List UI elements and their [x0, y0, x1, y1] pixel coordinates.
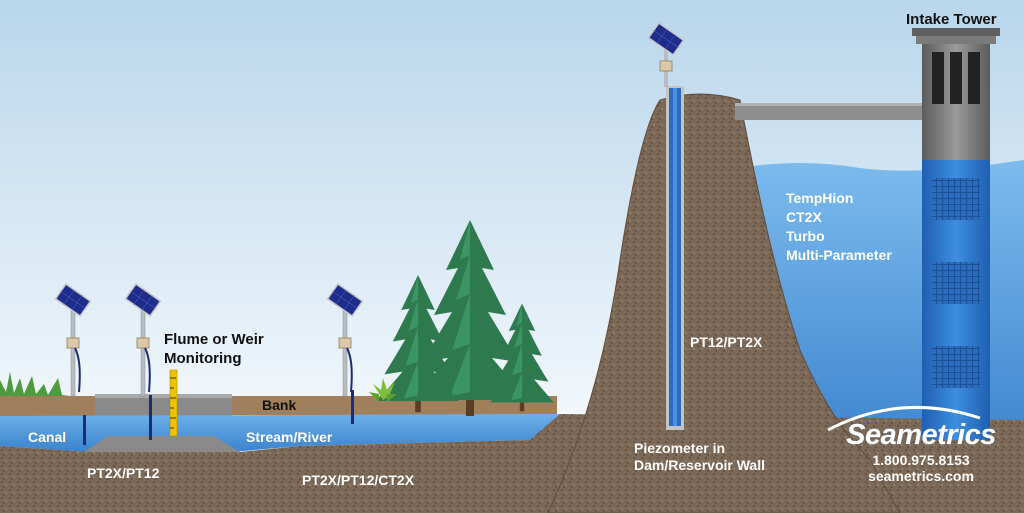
- stream-sensor-cable: [351, 390, 354, 424]
- brand-block: Seametrics 1.800.975.8153 seametrics.com: [826, 418, 1016, 484]
- bank-label: Bank: [262, 397, 297, 413]
- flume-weir-label: Flume or Weir Monitoring: [164, 331, 264, 367]
- intake-tower-label: Intake Tower: [906, 11, 997, 28]
- flume-structure: [95, 394, 232, 416]
- brand-phone: 1.800.975.8153: [872, 452, 970, 468]
- tower-walkway: [735, 103, 925, 120]
- flume-sensor-cable: [149, 395, 152, 440]
- dam: [548, 94, 900, 513]
- weir-bottom: [84, 436, 240, 452]
- canal-left-bank: [0, 396, 95, 416]
- staff-gauge: [169, 369, 178, 437]
- shrub: [369, 378, 397, 402]
- piezometer-sensor-label: PT12/PT2X: [690, 334, 763, 350]
- canal-sensor-cable: [83, 415, 86, 445]
- grass: [0, 372, 70, 396]
- intake-tower: [912, 28, 1000, 440]
- brand-logo: Seametrics: [846, 419, 996, 451]
- canal-sensor-label: PT2X/PT12: [87, 465, 160, 481]
- canal-label: Canal: [28, 429, 67, 445]
- solar-sensor-dam: [647, 21, 685, 87]
- reservoir-sensors-label: TempHion CT2X Turbo Multi-Parameter: [786, 190, 892, 263]
- stream-sensor-label: PT2X/PT12/CT2X: [302, 472, 415, 488]
- brand-swoosh: [827, 405, 981, 432]
- brand-website: seametrics.com: [868, 468, 974, 484]
- stream-river-label: Stream/River: [246, 429, 333, 445]
- stream-bank: [232, 396, 557, 415]
- piezometer-label: Piezometer in Dam/Reservoir Wall: [634, 440, 765, 473]
